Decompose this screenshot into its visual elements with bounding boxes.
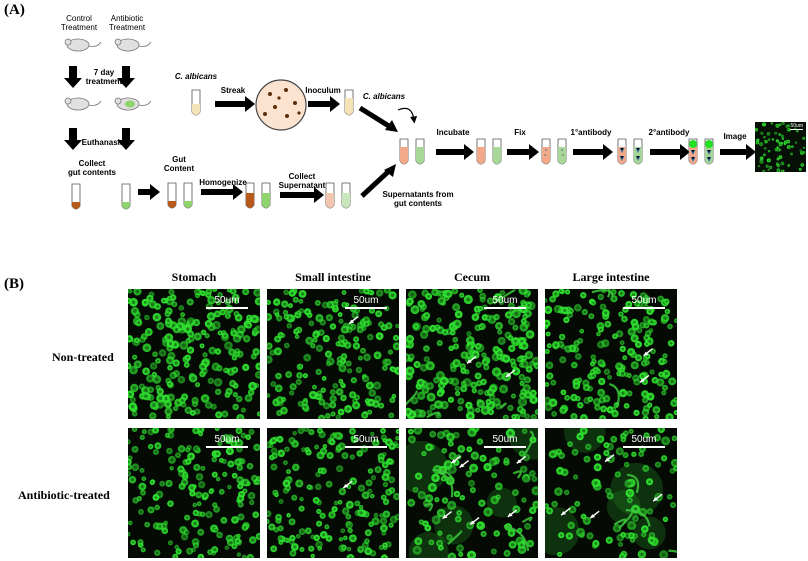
- thumbnail-scale-label: 50um: [790, 123, 803, 129]
- column-header-large-intestine: Large intestine: [572, 270, 650, 284]
- result-thumbnail: 50um: [755, 122, 806, 172]
- panel-a-label: (A): [4, 2, 25, 18]
- pointer-arrow-icon: [459, 459, 469, 469]
- column-header-small-intestine: Small intestine: [295, 270, 371, 284]
- fixed-tubes-icon: [541, 138, 567, 165]
- workflow-diagram: [64, 38, 756, 210]
- micrograph-large-intestine-non-treated: 50um: [545, 289, 677, 419]
- right-arrow-icon: [138, 96, 756, 203]
- pointer-arrow-icon: [442, 511, 452, 520]
- pointer-arrow-icon: [643, 348, 653, 357]
- pointer-arrow-icon: [469, 517, 480, 526]
- collect-supernatant-label: Collect Supernatant: [278, 172, 326, 190]
- homogenized-tubes-icon: [245, 182, 271, 209]
- down-arrow-icon: [64, 66, 135, 150]
- euthanasia-label: Euthanasia: [81, 138, 125, 147]
- micrograph-large-intestine-antibiotic: 50um: [545, 428, 677, 558]
- scale-label: 50um: [353, 434, 379, 445]
- inoculum-label: Inoculum: [305, 86, 341, 95]
- pointer-arrow-icon: [342, 480, 353, 489]
- pointer-arrow-icon: [466, 355, 477, 364]
- primary-antibody-tubes-icon: [617, 138, 643, 165]
- pointer-arrow-icon: [516, 455, 527, 464]
- micrograph-cecum-non-treated: 50um: [406, 289, 538, 419]
- scale-label: 50um: [492, 434, 518, 445]
- scale-label: 50um: [214, 295, 240, 306]
- pointer-arrow-icon: [639, 374, 650, 383]
- pointer-arrow-icon: [348, 316, 359, 325]
- supernatants-label: Supernatants from gut contents: [382, 190, 454, 208]
- gut-tube-icon: [71, 183, 131, 210]
- pointer-arrow-icon: [505, 369, 516, 378]
- thumbnail-cells: [755, 122, 806, 172]
- pointer-arrow-icon: [604, 454, 615, 463]
- seven-day-treatment-label: 7 day treatment: [85, 68, 123, 86]
- micrograph-small-intestine-non-treated: 50um: [267, 289, 399, 419]
- streak-label: Streak: [220, 86, 246, 95]
- homogenize-label: Homogenize: [199, 178, 247, 187]
- panel-b-label: (B): [4, 276, 24, 292]
- scale-label: 50um: [492, 295, 518, 306]
- secondary-antibody-tubes-icon: [688, 138, 714, 165]
- secondary-antibody-label: 2°antibody: [648, 128, 690, 137]
- inoculum-tube-icon: [344, 89, 354, 116]
- micrograph-cecum-antibiotic: 50um: [406, 428, 538, 558]
- gut-content-label: Gut Content: [163, 155, 195, 173]
- image-label: Image: [723, 132, 747, 141]
- antibiotic-mouse-icon: [114, 38, 152, 52]
- micrograph-small-intestine-antibiotic: 50um: [267, 428, 399, 558]
- micrograph-stomach-antibiotic: 50um: [128, 428, 260, 558]
- antibiotic-mouse-treated-icon: [114, 97, 152, 111]
- c-albicans-label: C. albicans: [174, 72, 218, 81]
- control-mouse-treated-icon: [64, 97, 102, 111]
- fix-label: Fix: [514, 128, 526, 137]
- pointer-arrow-icon: [652, 493, 663, 502]
- primary-antibody-label: 1°antibody: [570, 128, 612, 137]
- antibiotic-treatment-label: Antibiotic Treatment: [108, 14, 146, 32]
- pointer-arrow-icon: [507, 509, 518, 518]
- supernatant-tubes-icon: [325, 182, 351, 209]
- curved-arrow-icon: [397, 107, 418, 124]
- pointer-arrow-icon: [589, 510, 600, 519]
- c-albicans-second-label: C. albicans: [362, 92, 406, 101]
- scale-label: 50um: [631, 434, 657, 445]
- micrograph-stomach-non-treated: 50um: [128, 289, 260, 419]
- mixed-tubes-icon: [399, 138, 425, 165]
- column-header-stomach: Stomach: [171, 270, 217, 284]
- control-mouse-icon: [64, 38, 102, 52]
- diagonal-arrow-icon: [358, 105, 394, 198]
- petri-dish-icon: [255, 79, 307, 131]
- collect-gut-label: Collect gut contents: [68, 159, 116, 177]
- row-header-antibiotic-treated: Antibiotic-treated: [18, 488, 110, 502]
- culture-tube-icon: [191, 89, 201, 116]
- control-treatment-label: Control Treatment: [60, 14, 98, 32]
- incubated-tubes-icon: [476, 138, 502, 165]
- scale-label: 50um: [353, 295, 379, 306]
- row-header-non-treated: Non-treated: [52, 350, 114, 364]
- pointer-arrow-icon: [560, 507, 571, 516]
- scale-label: 50um: [214, 434, 240, 445]
- scale-label: 50um: [631, 295, 657, 306]
- gut-content-tubes-icon: [167, 182, 193, 209]
- pointer-arrow-icon: [450, 455, 461, 464]
- incubate-label: Incubate: [436, 128, 470, 137]
- column-header-cecum: Cecum: [454, 270, 490, 284]
